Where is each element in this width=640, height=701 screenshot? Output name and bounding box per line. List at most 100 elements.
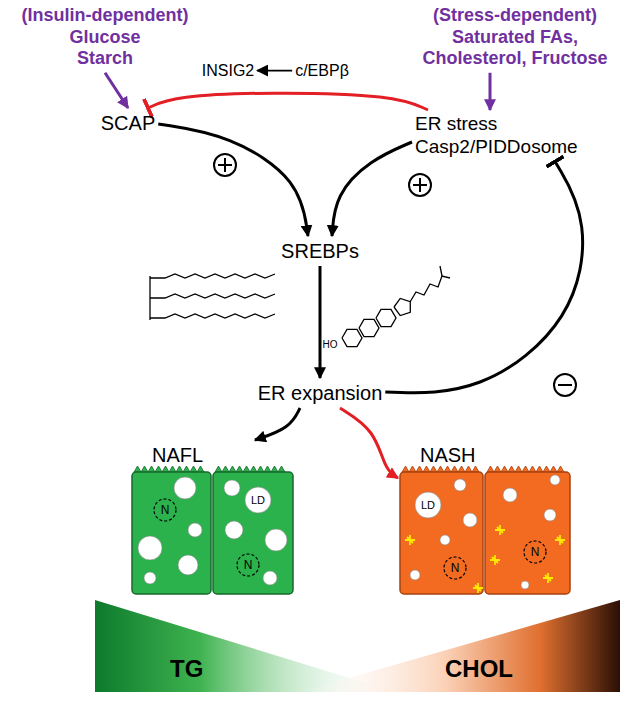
node-text: TG: [170, 655, 203, 684]
sterol-ring: [376, 309, 396, 326]
protein-label: SREBPs: [278, 236, 362, 266]
plus-symbol: [214, 154, 236, 176]
lipid-droplet: [550, 475, 560, 485]
protein-label: SCAP: [98, 108, 158, 138]
node-text: CHOL: [445, 655, 513, 684]
plus-symbol: [409, 174, 431, 196]
fatty-acid-chain: [150, 294, 275, 298]
hepatocyte: [400, 466, 483, 594]
node-text: ER stress: [415, 113, 578, 136]
node-text: Casp2/PIDDosome: [415, 136, 578, 159]
sterol-ring: [359, 319, 379, 336]
node-text: (Insulin-dependent): [22, 5, 189, 27]
inflammation-mark: [490, 555, 500, 565]
hepatocytes: [132, 466, 570, 594]
lipid-droplet: [544, 509, 556, 521]
organelle-label: LD: [421, 500, 435, 511]
node-text: NASH: [420, 443, 570, 467]
activation-arrow: [340, 408, 398, 478]
organelle-label: N: [244, 559, 253, 571]
microvilli: [215, 466, 285, 472]
sterol-ring: [342, 329, 362, 346]
lipid-droplet: [503, 488, 517, 502]
lipid-droplet: [463, 513, 477, 527]
lipid-droplet: [188, 523, 202, 537]
microvilli: [134, 466, 204, 472]
activation-arrow: [105, 73, 128, 108]
fatty-acid-chain: [150, 314, 275, 318]
input-group: (Insulin-dependent)GlucoseStarch: [19, 2, 192, 73]
lipid-droplet: [174, 477, 196, 499]
gene-label: INSIG2: [199, 58, 257, 83]
cell-body: [132, 472, 211, 594]
liver-panel: NAFL: [130, 440, 295, 596]
activation-arrow: [319, 266, 322, 378]
lipid-droplet: [415, 492, 441, 518]
hepatocyte: [213, 466, 293, 594]
nucleus: [524, 541, 546, 563]
activation-arrow: [255, 408, 300, 440]
lipid-droplet: [263, 571, 277, 585]
lipid-droplet: [454, 479, 466, 491]
microvilli: [487, 466, 564, 472]
inflammation-mark: [405, 535, 415, 545]
organelle-label: LD: [251, 495, 265, 506]
hepatocyte: [132, 466, 211, 594]
nucleus: [444, 557, 466, 579]
lipid-droplet: [410, 570, 420, 580]
lipid-droplet: [225, 521, 243, 539]
inhibition-line: [385, 162, 582, 393]
atom-label: HO: [323, 340, 338, 350]
node-text: Saturated FAs, Cholesterol, Fructose: [408, 27, 623, 70]
inflammation-mark: [555, 535, 565, 545]
sterol-tail: [440, 266, 442, 276]
node-text: Starch: [22, 48, 189, 70]
inflammation-mark: [473, 583, 483, 593]
lipid-droplet: [265, 529, 287, 551]
stress-label: ER stressCasp2/PIDDosome: [412, 110, 581, 162]
molecules: [150, 266, 450, 347]
node-text: NAFL: [152, 443, 292, 467]
gene-label: c/EBPβ: [292, 58, 352, 83]
lipid-droplet: [178, 555, 198, 575]
node-text: (Stress-dependent): [408, 5, 623, 27]
lipid-droplet: [245, 487, 271, 513]
activation-arrow: [158, 124, 308, 236]
liver-panel: NASH: [398, 440, 573, 596]
gradient-band: TG CHOL: [95, 600, 620, 692]
node-text: ER expansion: [258, 381, 383, 405]
organelle-label: N: [161, 504, 170, 516]
inflammation-mark: [495, 525, 505, 535]
lipid-droplet: [144, 572, 156, 584]
chol-gradient: [300, 600, 620, 692]
inflammation-mark: [543, 573, 553, 583]
lipid-droplet: [138, 536, 162, 560]
activation-arrow: [332, 142, 412, 236]
node-text: INSIG2: [202, 61, 254, 80]
nucleus: [154, 499, 176, 521]
activation-arrow: [257, 70, 292, 72]
nucleus: [237, 554, 259, 576]
lipid-droplet: [521, 581, 529, 589]
sterol-ring: [394, 298, 410, 315]
microvilli: [402, 466, 479, 472]
fatty-acid-chain: [150, 274, 275, 278]
cell-body: [213, 472, 293, 594]
inhibition-line: [148, 93, 428, 110]
process-label: ER expansion: [255, 378, 386, 408]
lipid-droplet: [440, 535, 450, 545]
hepatocyte: [485, 466, 570, 594]
node-text: SCAP: [101, 111, 155, 135]
activation-arrow: [489, 73, 492, 110]
node-text: c/EBPβ: [295, 61, 349, 80]
lipid-droplet: [224, 480, 240, 496]
organelle-label: N: [451, 562, 460, 574]
cell-body: [400, 472, 483, 594]
cell-body: [485, 472, 570, 594]
node-text: SREBPs: [281, 239, 359, 263]
sterol-tail: [410, 276, 450, 302]
input-group: (Stress-dependent)Saturated FAs, Cholest…: [405, 2, 626, 73]
minus-symbol: [554, 374, 576, 396]
